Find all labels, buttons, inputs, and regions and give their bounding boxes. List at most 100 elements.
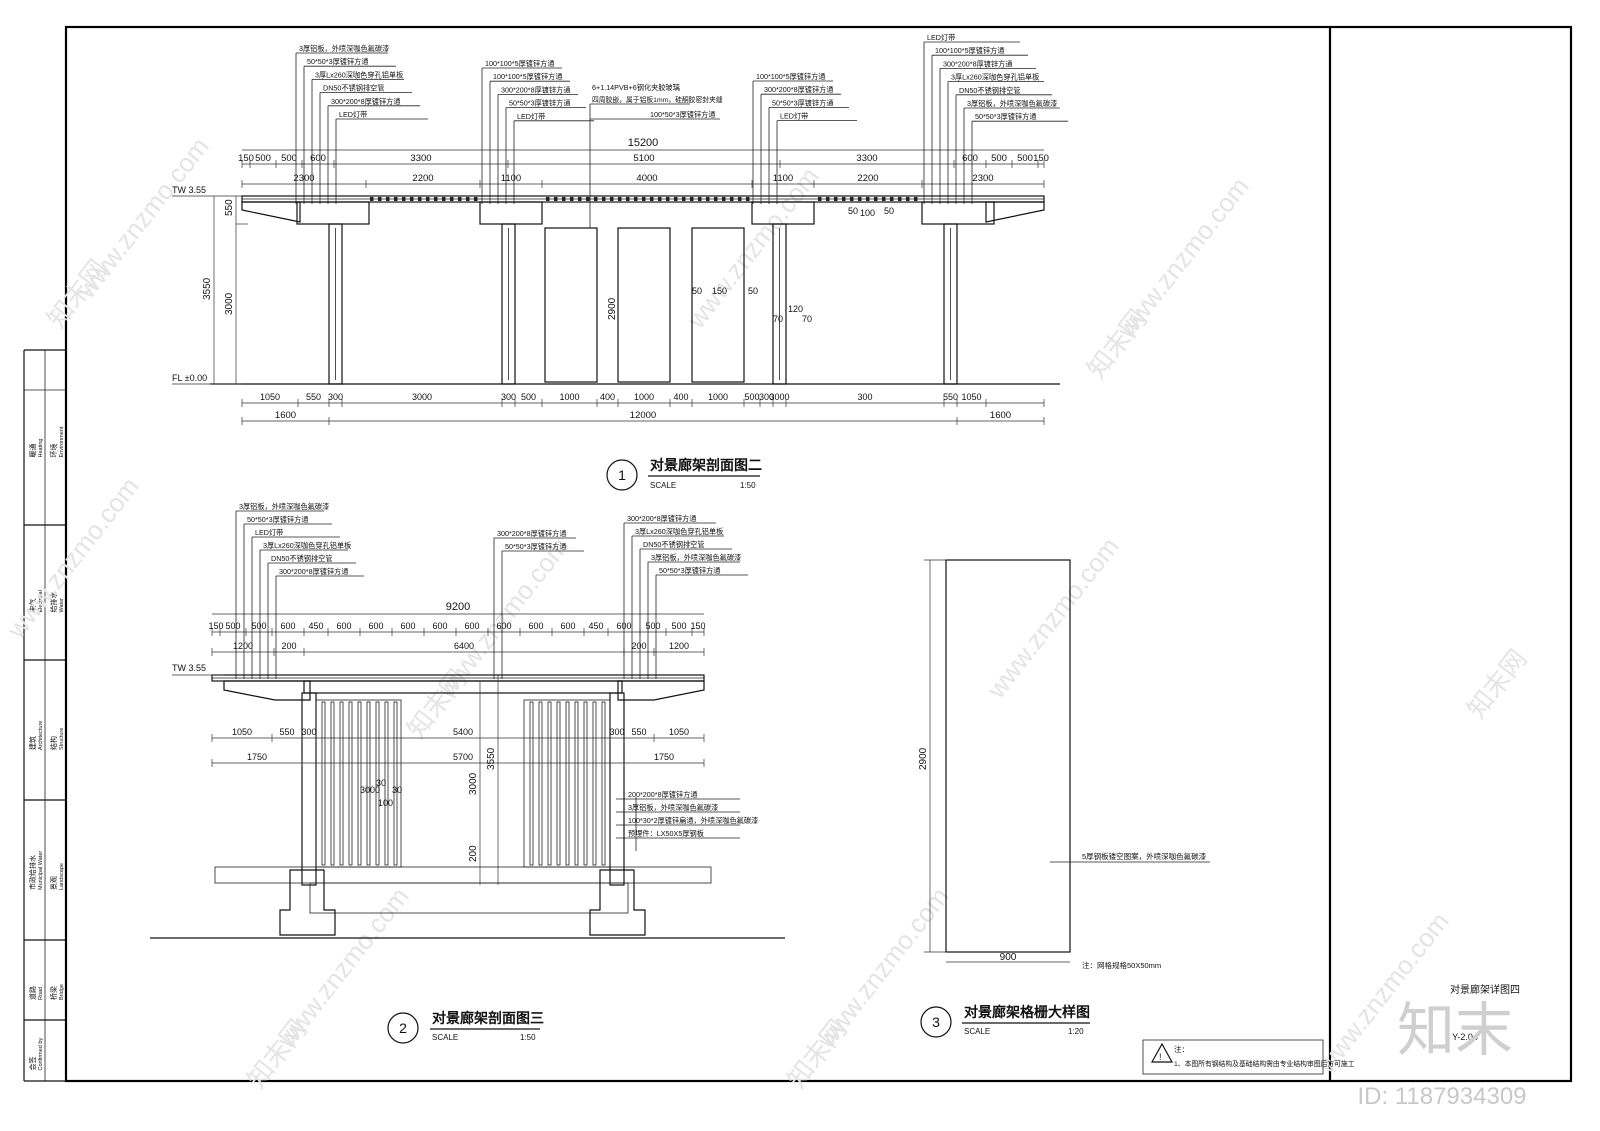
callout-label: 四周胶嵌，属于铝板1mm，硅酮胶密封夹缝 xyxy=(592,95,723,104)
sidebar-discipline: 景观 xyxy=(50,876,58,890)
level-mark: TW 3.55 xyxy=(172,663,206,673)
dim-vertical: 550 xyxy=(224,199,235,216)
drawing-title: 对景廊架剖面图三 xyxy=(432,1010,544,1026)
dim-small: 70 xyxy=(802,314,812,324)
sidebar-discipline-en: Environment xyxy=(59,426,65,457)
dim-horizontal: 2200 xyxy=(412,173,433,184)
section-1-drawing: TW 3.55 FL ±0.00 550 3550 3000 2900 50 1… xyxy=(172,33,1068,425)
level-mark: TW 3.55 xyxy=(172,185,206,195)
drawing-title: 对景廊架剖面图二 xyxy=(650,457,762,473)
dim-horizontal: 500 xyxy=(281,153,297,164)
sidebar-discipline-en: Landscape xyxy=(59,863,65,890)
detail-note: 注：网格规格50X50mm xyxy=(1082,960,1161,970)
lattice-detail-panel xyxy=(945,559,1071,953)
lattice-panel xyxy=(617,227,671,383)
drawing-title-3: 3 对景廊架格栅大样图 SCALE 1:20 xyxy=(920,1004,1090,1038)
callout-label: 300*200*8厚镀锌方通 xyxy=(279,567,349,576)
lattice-panel xyxy=(544,227,598,383)
dim-horizontal: 550 xyxy=(943,392,958,402)
dim-horizontal: 550 xyxy=(631,727,646,737)
dim-horizontal: 400 xyxy=(600,392,615,402)
watermark-text: www.znzmo.com xyxy=(430,532,574,705)
dim-horizontal: 5100 xyxy=(633,153,654,164)
dim-horizontal: 600 xyxy=(464,621,479,631)
dim-horizontal: 200 xyxy=(281,641,296,651)
callout-label: 3厚Lx260深咖色穿孔铝单板 xyxy=(263,541,351,550)
dim-horizontal: 200 xyxy=(631,641,646,651)
watermark-text: 知末网 xyxy=(1461,644,1533,724)
note-title: 注： xyxy=(1174,1044,1189,1054)
sidebar-discipline-en: Road xyxy=(38,987,44,1000)
callout-label: 6+1.14PVB+6钢化夹胶玻璃 xyxy=(592,83,680,92)
dim-vertical: 3550 xyxy=(486,747,497,770)
callout-label: 50*50*3厚镀锌方通 xyxy=(307,57,369,66)
scale-value: 1:50 xyxy=(520,1033,536,1042)
brand-logo: 知末 xyxy=(1397,998,1513,1063)
sheet-title: 对景廊架详图四 xyxy=(1450,983,1520,996)
callout-label: LED灯带 xyxy=(255,528,283,537)
sidebar-discipline: 会签 xyxy=(28,1057,37,1071)
callout-label: 100*100*5厚镀锌方通 xyxy=(756,72,826,81)
dim-small: 50 xyxy=(884,206,894,216)
dim-horizontal: 5400 xyxy=(453,727,473,737)
dim-horizontal: 600 xyxy=(310,153,326,164)
sidebar-discipline: 暖通 xyxy=(28,444,37,458)
callout-label: 100*100*5厚镀锌方通 xyxy=(935,46,1005,55)
dim-horizontal: 1100 xyxy=(501,173,521,184)
dim-horizontal: 1600 xyxy=(990,410,1011,421)
dim-small: 50 xyxy=(692,286,702,296)
callout-label: 50*50*3厚镀锌方通 xyxy=(659,566,721,575)
drawing-number: 3 xyxy=(932,1014,940,1030)
callout-label: 300*200*8厚镀锌方通 xyxy=(764,85,834,94)
dim-horizontal: 1000 xyxy=(708,392,728,402)
callout-label: DN50不锈钢排空管 xyxy=(959,86,1021,95)
dim-horizontal: 1000 xyxy=(559,392,579,402)
dim-horizontal: 600 xyxy=(962,153,978,164)
dim-horizontal: 600 xyxy=(528,621,543,631)
callout-label: 50*50*3厚镀锌方通 xyxy=(772,98,834,107)
dim-vertical: 3000 xyxy=(468,772,479,795)
sidebar-discipline: 结构 xyxy=(49,736,58,750)
sidebar-discipline-en: Water xyxy=(59,598,65,613)
callout-label: LED灯带 xyxy=(339,110,367,119)
watermark-text: www.znzmo.com xyxy=(980,532,1124,705)
general-note: ! 注： 1、本图所有钢结构及基础结构需由专业结构审图后方可施工 xyxy=(1142,1039,1355,1075)
sidebar-discipline: 桥梁 xyxy=(49,986,58,1000)
dim-vertical: 2900 xyxy=(607,297,618,320)
dim-small: 3000 xyxy=(360,785,380,795)
dim-horizontal: 550 xyxy=(279,727,294,737)
dim-horizontal: 500 xyxy=(671,621,686,631)
sidebar-discipline-en: Bridge xyxy=(59,984,65,1000)
scale-value: 1:20 xyxy=(1068,1027,1084,1036)
dim-small: 30 xyxy=(376,778,386,788)
callout-label: 50*50*3厚镀锌方通 xyxy=(509,99,571,108)
dim-horizontal: 4000 xyxy=(636,173,657,184)
dim-horizontal: 6400 xyxy=(454,641,474,651)
callout-label: 3厚Lx260深咖色穿孔铝单板 xyxy=(315,70,403,79)
sidebar-discipline: 建筑 xyxy=(28,736,37,750)
dim-small: 100 xyxy=(860,208,875,218)
sheet-number: Y-2.04 xyxy=(1452,1032,1478,1042)
watermark-text: www.znzmo.com xyxy=(1110,172,1254,345)
dim-horizontal: 500 xyxy=(255,153,271,164)
scale-label: SCALE xyxy=(432,1033,458,1042)
callout-label: 3厚铝板，外喷深咖色氟碳漆 xyxy=(628,803,718,812)
dim-horizontal: 500 xyxy=(521,392,536,402)
drawing-title-1: 1 对景廊架剖面图二 SCALE 1:50 xyxy=(606,457,762,491)
dim-horizontal: 1050 xyxy=(961,392,981,402)
dim-horizontal: 500 xyxy=(645,621,660,631)
dim-horizontal: 300 xyxy=(759,392,774,402)
dim-vertical: 2900 xyxy=(918,747,929,770)
dim-small: 120 xyxy=(788,304,803,314)
dim-horizontal: 300 xyxy=(857,392,872,402)
sidebar-discipline: 电气 xyxy=(28,599,37,613)
callout-label: LED灯带 xyxy=(517,112,545,121)
callout-label: 3厚Lx260深咖色穿孔铝单板 xyxy=(635,527,723,536)
material-label: 5厚钢板镂空图案，外喷深咖色氟碳漆 xyxy=(1082,851,1207,861)
dim-horizontal: 1600 xyxy=(275,410,296,421)
dim-horizontal: 300 xyxy=(328,392,343,402)
callout-label: 100*50*3厚镀锌方通 xyxy=(650,110,716,119)
dim-horizontal: 500 xyxy=(1017,153,1033,164)
